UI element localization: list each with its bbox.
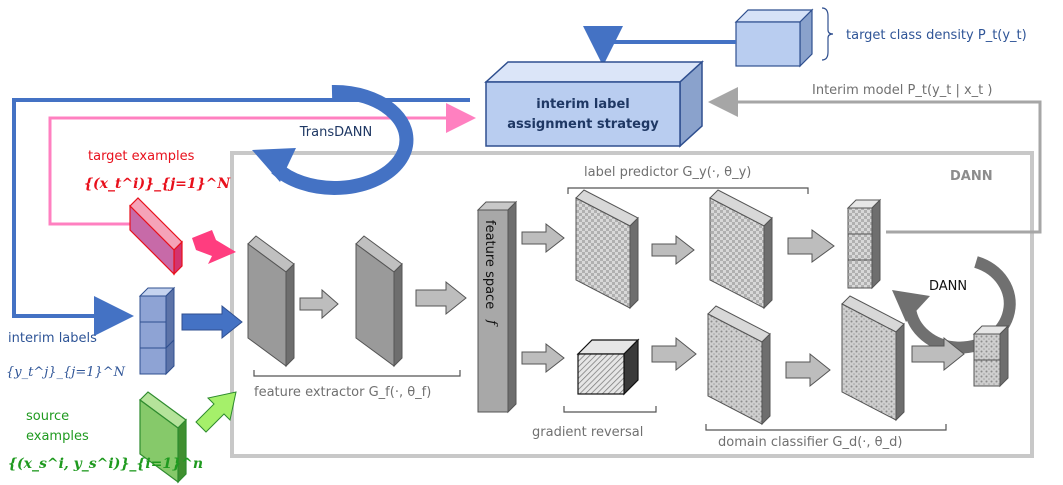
domain-classifier-layer-1 (707, 305, 771, 426)
strategy-box (484, 60, 704, 148)
strategy-label-line1: interim label (536, 97, 630, 112)
domain-classifier-label: domain classifier G_d(·, θ_d) (718, 435, 902, 450)
transdann-label: TransDANN (299, 125, 372, 140)
density-brace (821, 7, 834, 61)
target-examples-label: target examples (88, 149, 195, 164)
fe-arrow-2 (415, 280, 467, 316)
interim-labels-label: interim labels (8, 331, 97, 346)
dc-arrow-2 (911, 336, 965, 372)
feature-extractor-label: feature extractor G_f(·, θ_f) (254, 385, 431, 400)
lp-arrow-2 (787, 229, 835, 263)
target-to-strategy-arrow (48, 103, 476, 226)
gradient-reversal-cube (576, 338, 640, 396)
label-predictor-brace (567, 187, 809, 194)
dann-box-label: DANN (950, 169, 993, 184)
dc-arrow-1 (785, 352, 831, 388)
label-predictor-layer-2 (709, 189, 773, 310)
target-example-slab (129, 197, 183, 276)
strategy-to-interim-labels-arrow (12, 98, 470, 336)
density-to-strategy-arrow (583, 26, 736, 66)
fe-arrow-1 (299, 288, 339, 320)
domain-classifier-layer-2 (841, 295, 905, 422)
dann-cycle-label: DANN (929, 279, 967, 294)
lp-arrow-1 (651, 234, 695, 266)
strategy-label-line2: assignment strategy (507, 117, 659, 132)
source-examples-set: {(x_s^i, y_s^i)}_{i=1}^n (8, 456, 203, 472)
gradient-reversal-brace (563, 406, 657, 413)
feature-extractor-layer-1 (247, 235, 295, 368)
target-class-density-label: target class density P_t(y_t) (846, 28, 1027, 43)
feature-extractor-layer-2 (355, 235, 403, 368)
label-predictor-layer-1 (575, 189, 639, 310)
gradient-reversal-label: gradient reversal (532, 425, 643, 440)
domain-output-stack (972, 324, 1010, 388)
interim-labels-stack (138, 286, 176, 376)
interim-model-arrow (708, 87, 1042, 234)
feature-space-column (476, 200, 518, 414)
domain-classifier-brace (705, 424, 947, 431)
label-output-stack (846, 198, 882, 290)
interim-labels-input-arrow (181, 304, 243, 340)
source-input-arrow (195, 391, 237, 433)
target-input-arrow (192, 230, 236, 264)
transdann-cycle-arrow (252, 84, 414, 195)
source-examples-label-line1: source (26, 409, 69, 424)
feature-space-symbol: f (484, 319, 499, 327)
feature-space-label: feature space (482, 220, 497, 309)
target-examples-set: {(x_t^i)}_{j=1}^N (84, 176, 231, 192)
label-predictor-label: label predictor G_y(·, θ_y) (584, 165, 751, 180)
interim-model-label: Interim model P_t(y_t | x_t ) (812, 83, 992, 98)
source-example-slab (139, 391, 187, 484)
source-examples-label-line2: examples (26, 429, 89, 444)
target-class-density-cube (734, 8, 814, 68)
fs-to-gradient-arrow (521, 342, 565, 374)
fs-to-label-arrow (521, 222, 565, 254)
gr-arrow (651, 336, 697, 372)
dann-box (230, 151, 1034, 458)
feature-extractor-brace (253, 370, 461, 377)
interim-labels-set: {y_t^j}_{j=1}^N (6, 365, 126, 380)
